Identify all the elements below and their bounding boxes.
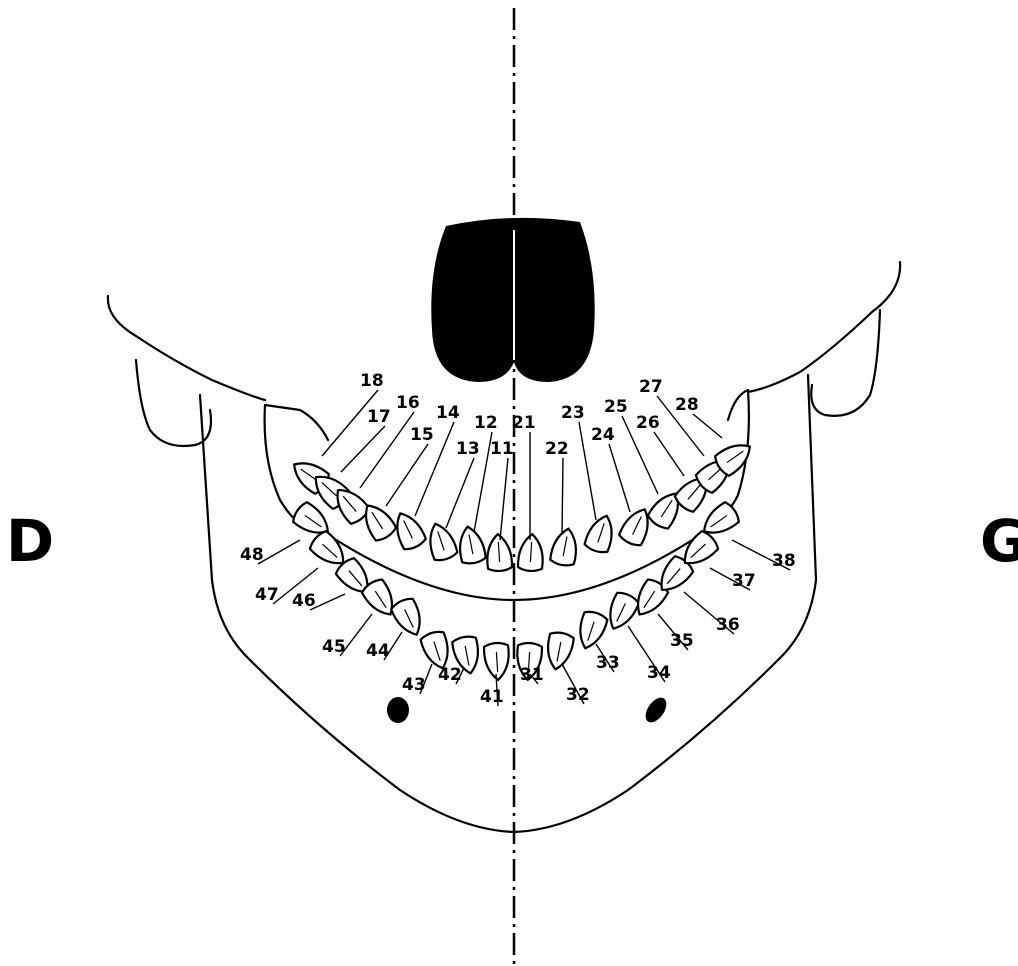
tooth-number-14: 14 bbox=[436, 403, 460, 423]
tooth-number-42: 42 bbox=[438, 665, 462, 685]
tooth-number-44: 44 bbox=[366, 641, 390, 661]
tooth-number-23: 23 bbox=[561, 403, 585, 423]
tooth-12 bbox=[455, 524, 486, 565]
tooth-number-16: 16 bbox=[396, 393, 420, 413]
mental-foramen-right-side bbox=[387, 697, 409, 723]
tooth-number-48-leader bbox=[258, 540, 300, 564]
tooth-number-43: 43 bbox=[402, 675, 426, 695]
tooth-number-24-leader bbox=[609, 444, 630, 512]
tooth-number-13-leader bbox=[446, 458, 474, 528]
tooth-number-21: 21 bbox=[512, 413, 536, 433]
tooth-number-32: 32 bbox=[566, 685, 590, 705]
tooth-number-38: 38 bbox=[772, 551, 796, 571]
tooth-number-36: 36 bbox=[716, 615, 740, 635]
tooth-number-33: 33 bbox=[596, 653, 620, 673]
tooth-22 bbox=[549, 526, 580, 567]
tooth-number-26-leader bbox=[654, 432, 684, 476]
tooth-number-37: 37 bbox=[732, 571, 756, 591]
tooth-number-25: 25 bbox=[604, 397, 628, 417]
tooth-11 bbox=[486, 533, 513, 571]
tooth-number-27: 27 bbox=[639, 377, 663, 397]
tooth-number-26: 26 bbox=[636, 413, 660, 433]
tooth-number-48: 48 bbox=[240, 545, 264, 565]
tooth-number-41: 41 bbox=[480, 687, 504, 707]
tooth-32 bbox=[543, 631, 574, 672]
tooth-number-28: 28 bbox=[675, 395, 699, 415]
tooth-number-34: 34 bbox=[647, 663, 671, 683]
tooth-34 bbox=[602, 590, 640, 634]
tooth-23 bbox=[583, 512, 618, 555]
tooth-number-35: 35 bbox=[670, 631, 694, 651]
tooth-number-24: 24 bbox=[591, 425, 615, 445]
tooth-number-12: 12 bbox=[474, 413, 498, 433]
tooth-number-31: 31 bbox=[520, 665, 544, 685]
tooth-number-15-leader bbox=[386, 444, 428, 506]
tooth-number-28-leader bbox=[693, 414, 722, 438]
tooth-number-15: 15 bbox=[410, 425, 434, 445]
tooth-number-11: 11 bbox=[490, 439, 514, 459]
tooth-number-47: 47 bbox=[255, 585, 279, 605]
mental-foramen-left-side bbox=[641, 694, 670, 726]
tooth-41 bbox=[484, 642, 511, 680]
tooth-13 bbox=[424, 520, 459, 563]
tooth-number-22-leader bbox=[562, 458, 563, 534]
tooth-number-13: 13 bbox=[456, 439, 480, 459]
tooth-number-11-leader bbox=[500, 458, 508, 540]
tooth-number-17: 17 bbox=[367, 407, 391, 427]
tooth-33 bbox=[574, 609, 609, 652]
tongue bbox=[431, 218, 594, 382]
tooth-number-22: 22 bbox=[545, 439, 569, 459]
tooth-number-45: 45 bbox=[322, 637, 346, 657]
condyle-left-side bbox=[811, 310, 880, 416]
tooth-number-17-leader bbox=[341, 426, 385, 472]
tooth-21 bbox=[518, 533, 545, 571]
tooth-44 bbox=[390, 596, 428, 640]
tooth-number-18: 18 bbox=[360, 371, 384, 391]
tooth-number-46: 46 bbox=[292, 591, 316, 611]
